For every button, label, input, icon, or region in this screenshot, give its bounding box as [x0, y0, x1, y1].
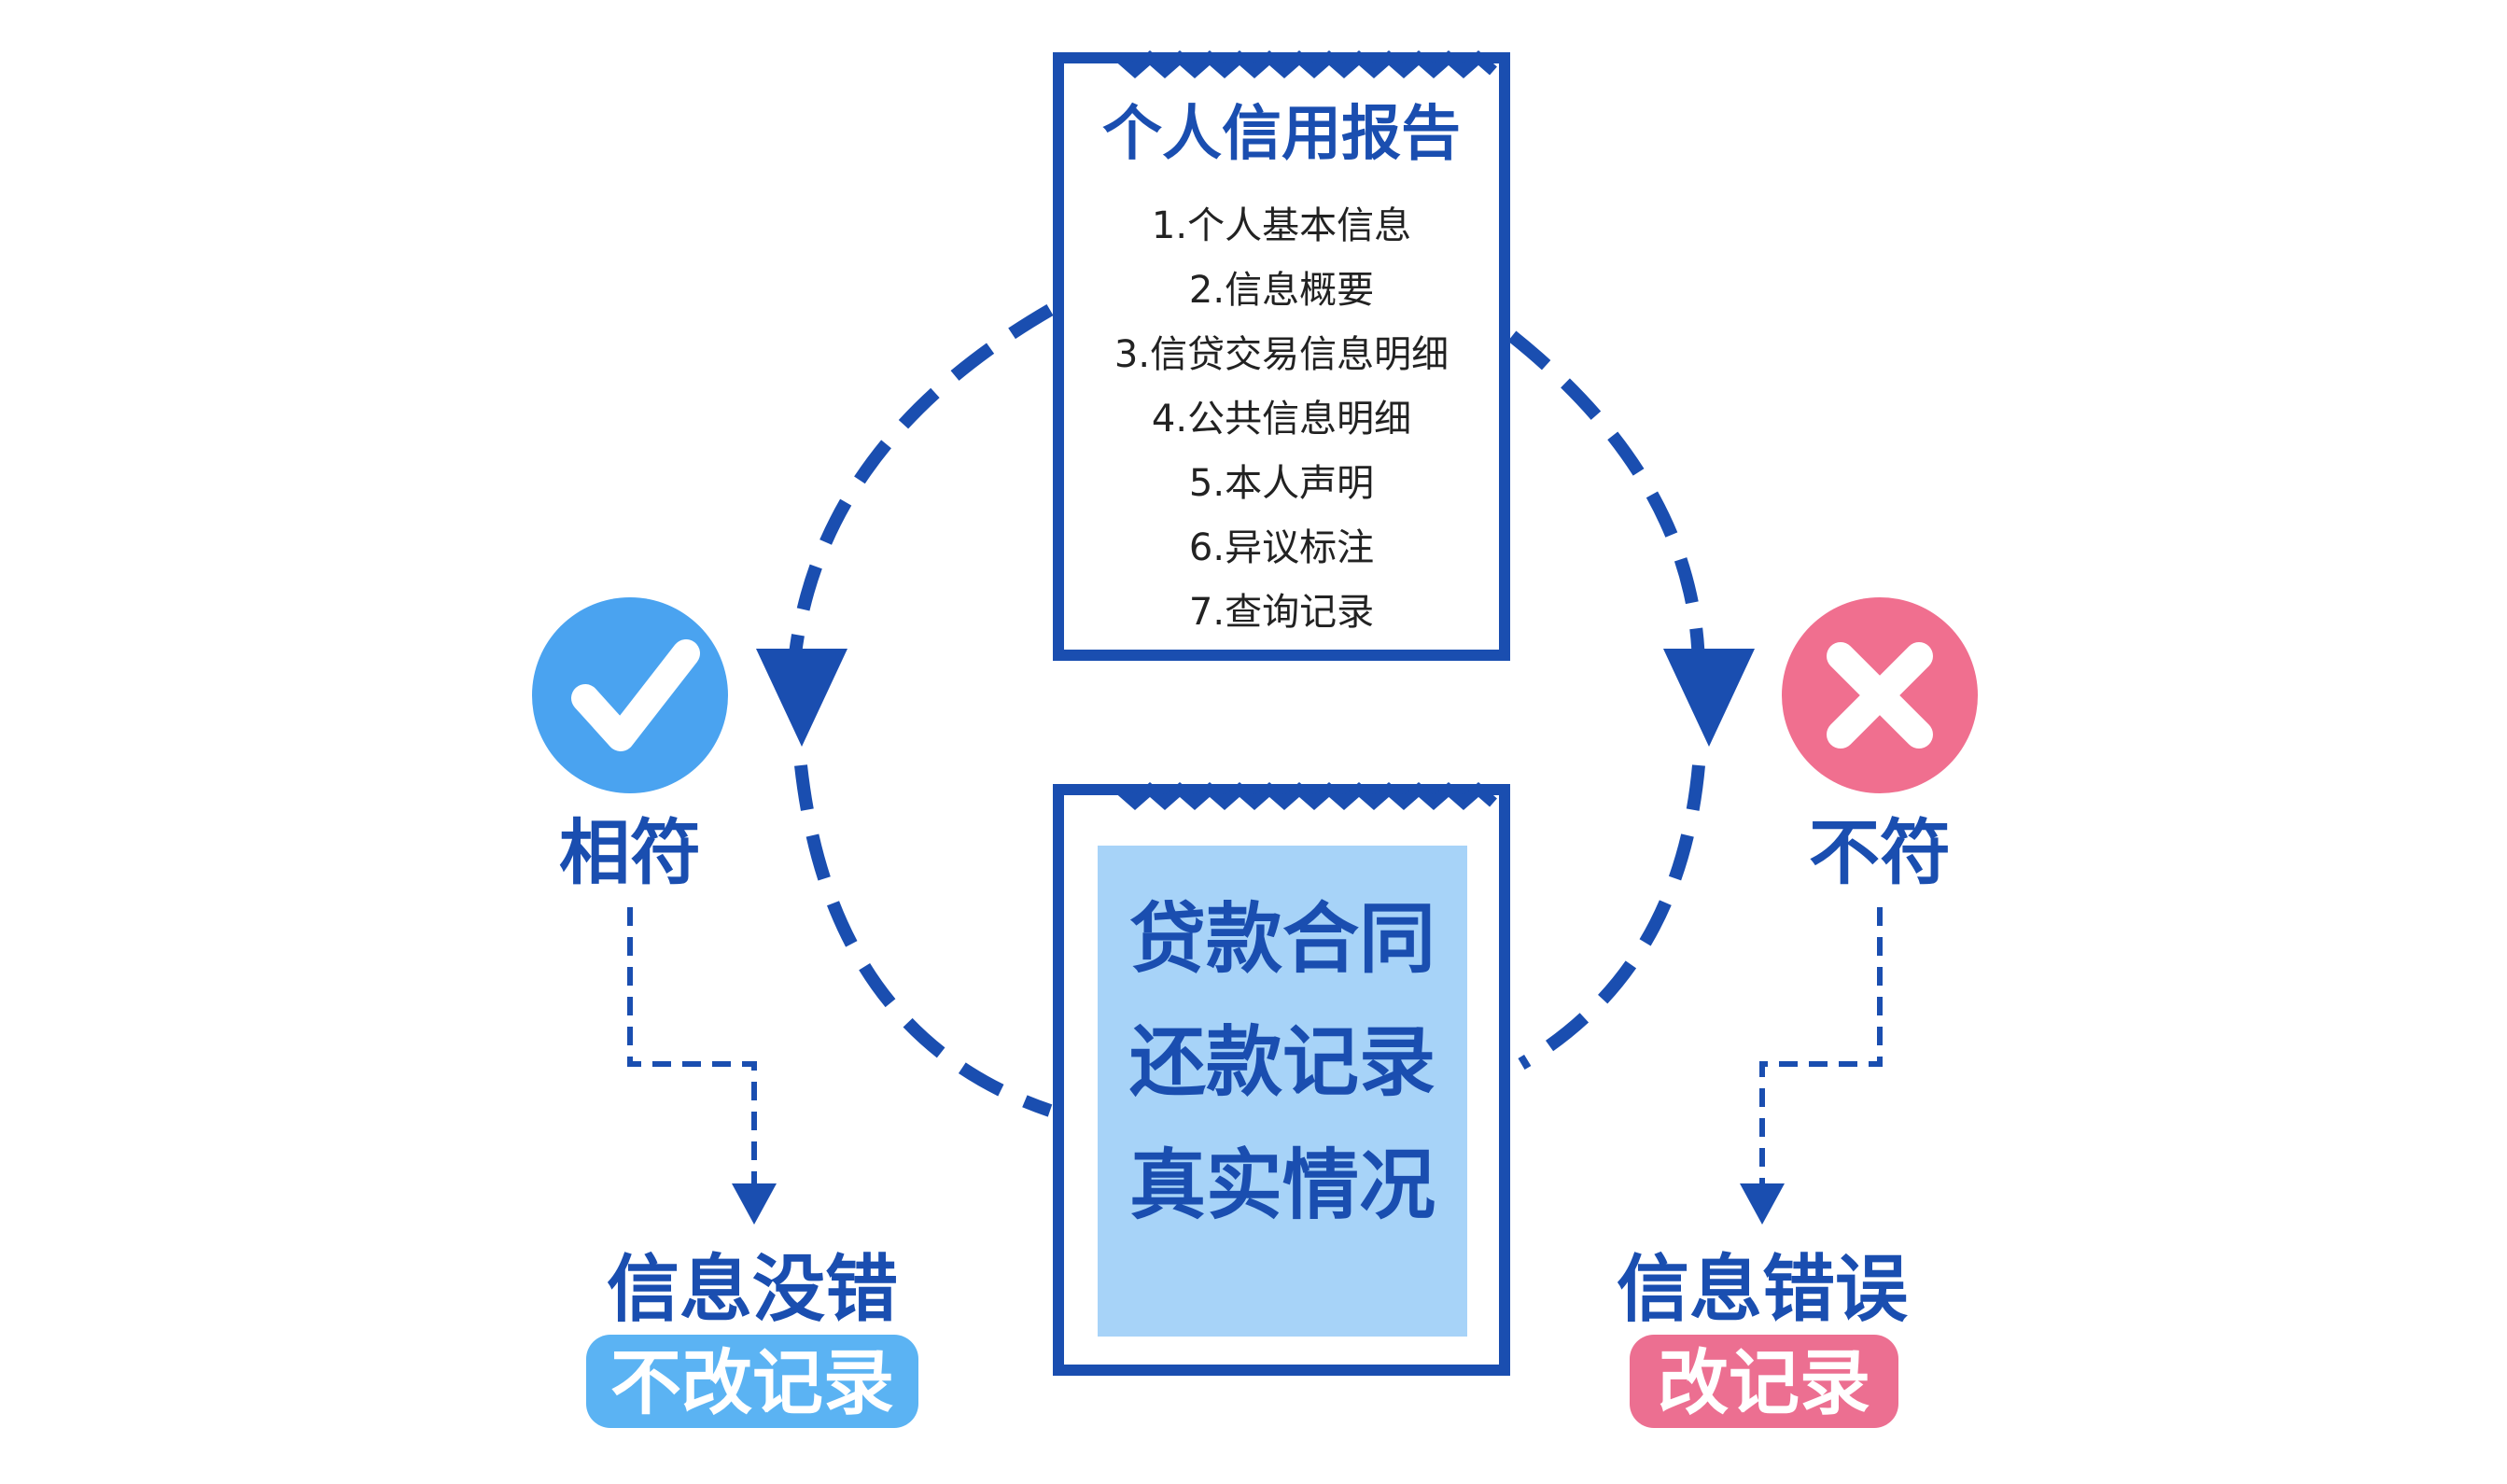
arrowhead-right — [1663, 649, 1755, 747]
report-item: 2.信息概要 — [1189, 269, 1374, 312]
mismatch-action-pill — [1630, 1335, 1898, 1428]
report-item: 7.查询记录 — [1189, 591, 1374, 634]
report-item: 5.本人声明 — [1189, 462, 1374, 505]
match-result: 信息没错 — [607, 1248, 898, 1332]
evidence-panel — [1098, 846, 1467, 1337]
cross-mark — [1827, 642, 1933, 749]
mismatch-result: 信息错误 — [1617, 1248, 1908, 1332]
match-arrowhead — [732, 1183, 777, 1225]
zigzag-top-evidence — [1116, 782, 1497, 810]
mismatch-arrowhead — [1740, 1183, 1785, 1225]
report-title: 个人信用报告 — [1102, 100, 1461, 169]
mismatch-action: 改记录 — [1658, 1341, 1870, 1424]
match-connector — [627, 907, 757, 1183]
cycle-arc-right-upper — [1507, 330, 1705, 673]
arrowhead-left — [756, 649, 847, 747]
cycle-arc-left-lower — [794, 764, 1053, 1117]
mismatch-branch: 不符 信息错误 改记录 — [1617, 597, 1978, 1428]
match-branch: 相符 信息没错 不改记录 — [532, 597, 918, 1428]
report-item: 6.异议标注 — [1189, 526, 1374, 569]
check-mark — [571, 639, 700, 751]
report-item-list: 1.个人基本信息 2.信息概要 3.信贷交易信息明细 4.公共信息明细 5.本人声明 6.… — [1114, 204, 1449, 634]
check-icon — [532, 597, 728, 793]
cycle-arc-right-lower — [1518, 764, 1705, 1071]
report-item: 1.个人基本信息 — [1152, 204, 1411, 247]
report-item: 4.公共信息明细 — [1152, 398, 1411, 441]
mismatch-connector — [1759, 907, 1883, 1183]
zigzag-top-report — [1116, 50, 1497, 78]
credit-report-card: 个人信用报告 1.个人基本信息 2.信息概要 3.信贷交易信息明细 4.公共信息明细 5… — [1053, 50, 1510, 661]
match-action-pill — [586, 1335, 918, 1428]
report-item: 3.信贷交易信息明细 — [1114, 333, 1449, 376]
mismatch-label: 不符 — [1809, 811, 1951, 894]
evidence-line: 真实情况 — [1129, 1141, 1436, 1230]
cycle-arc-left-upper — [787, 303, 1054, 673]
evidence-line: 还款记录 — [1129, 1018, 1436, 1107]
match-label: 相符 — [559, 811, 701, 894]
evidence-line: 贷款合同 — [1129, 895, 1436, 984]
match-action: 不改记录 — [610, 1341, 894, 1424]
